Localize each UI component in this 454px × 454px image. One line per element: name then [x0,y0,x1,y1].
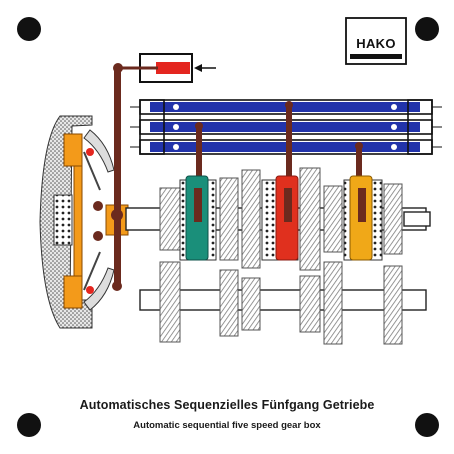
synchronizer-red [261,175,299,261]
title-german: Automatisches Sequenzielles Fünfgang Get… [79,398,375,412]
clutch-actuator-cylinder [113,53,216,83]
output-shaft-end [403,211,431,227]
hako-logo [345,17,407,65]
mount-hole-top-left [17,17,41,41]
clutch-lever [111,66,123,291]
mount-hole-top-right [415,17,439,41]
mount-hole-bottom-left [17,413,41,437]
synchronizer-green [179,175,217,261]
lay-shaft [139,289,427,311]
logo-text: HAKO [356,36,396,51]
title-english: Automatic sequential five speed gear box [133,420,321,431]
clutch-assembly [53,133,103,309]
mount-hole-bottom-right [415,413,439,437]
main-shaft-gears [159,167,403,271]
synchronizer-yellow [343,175,383,261]
lay-shaft-gears [159,261,403,345]
